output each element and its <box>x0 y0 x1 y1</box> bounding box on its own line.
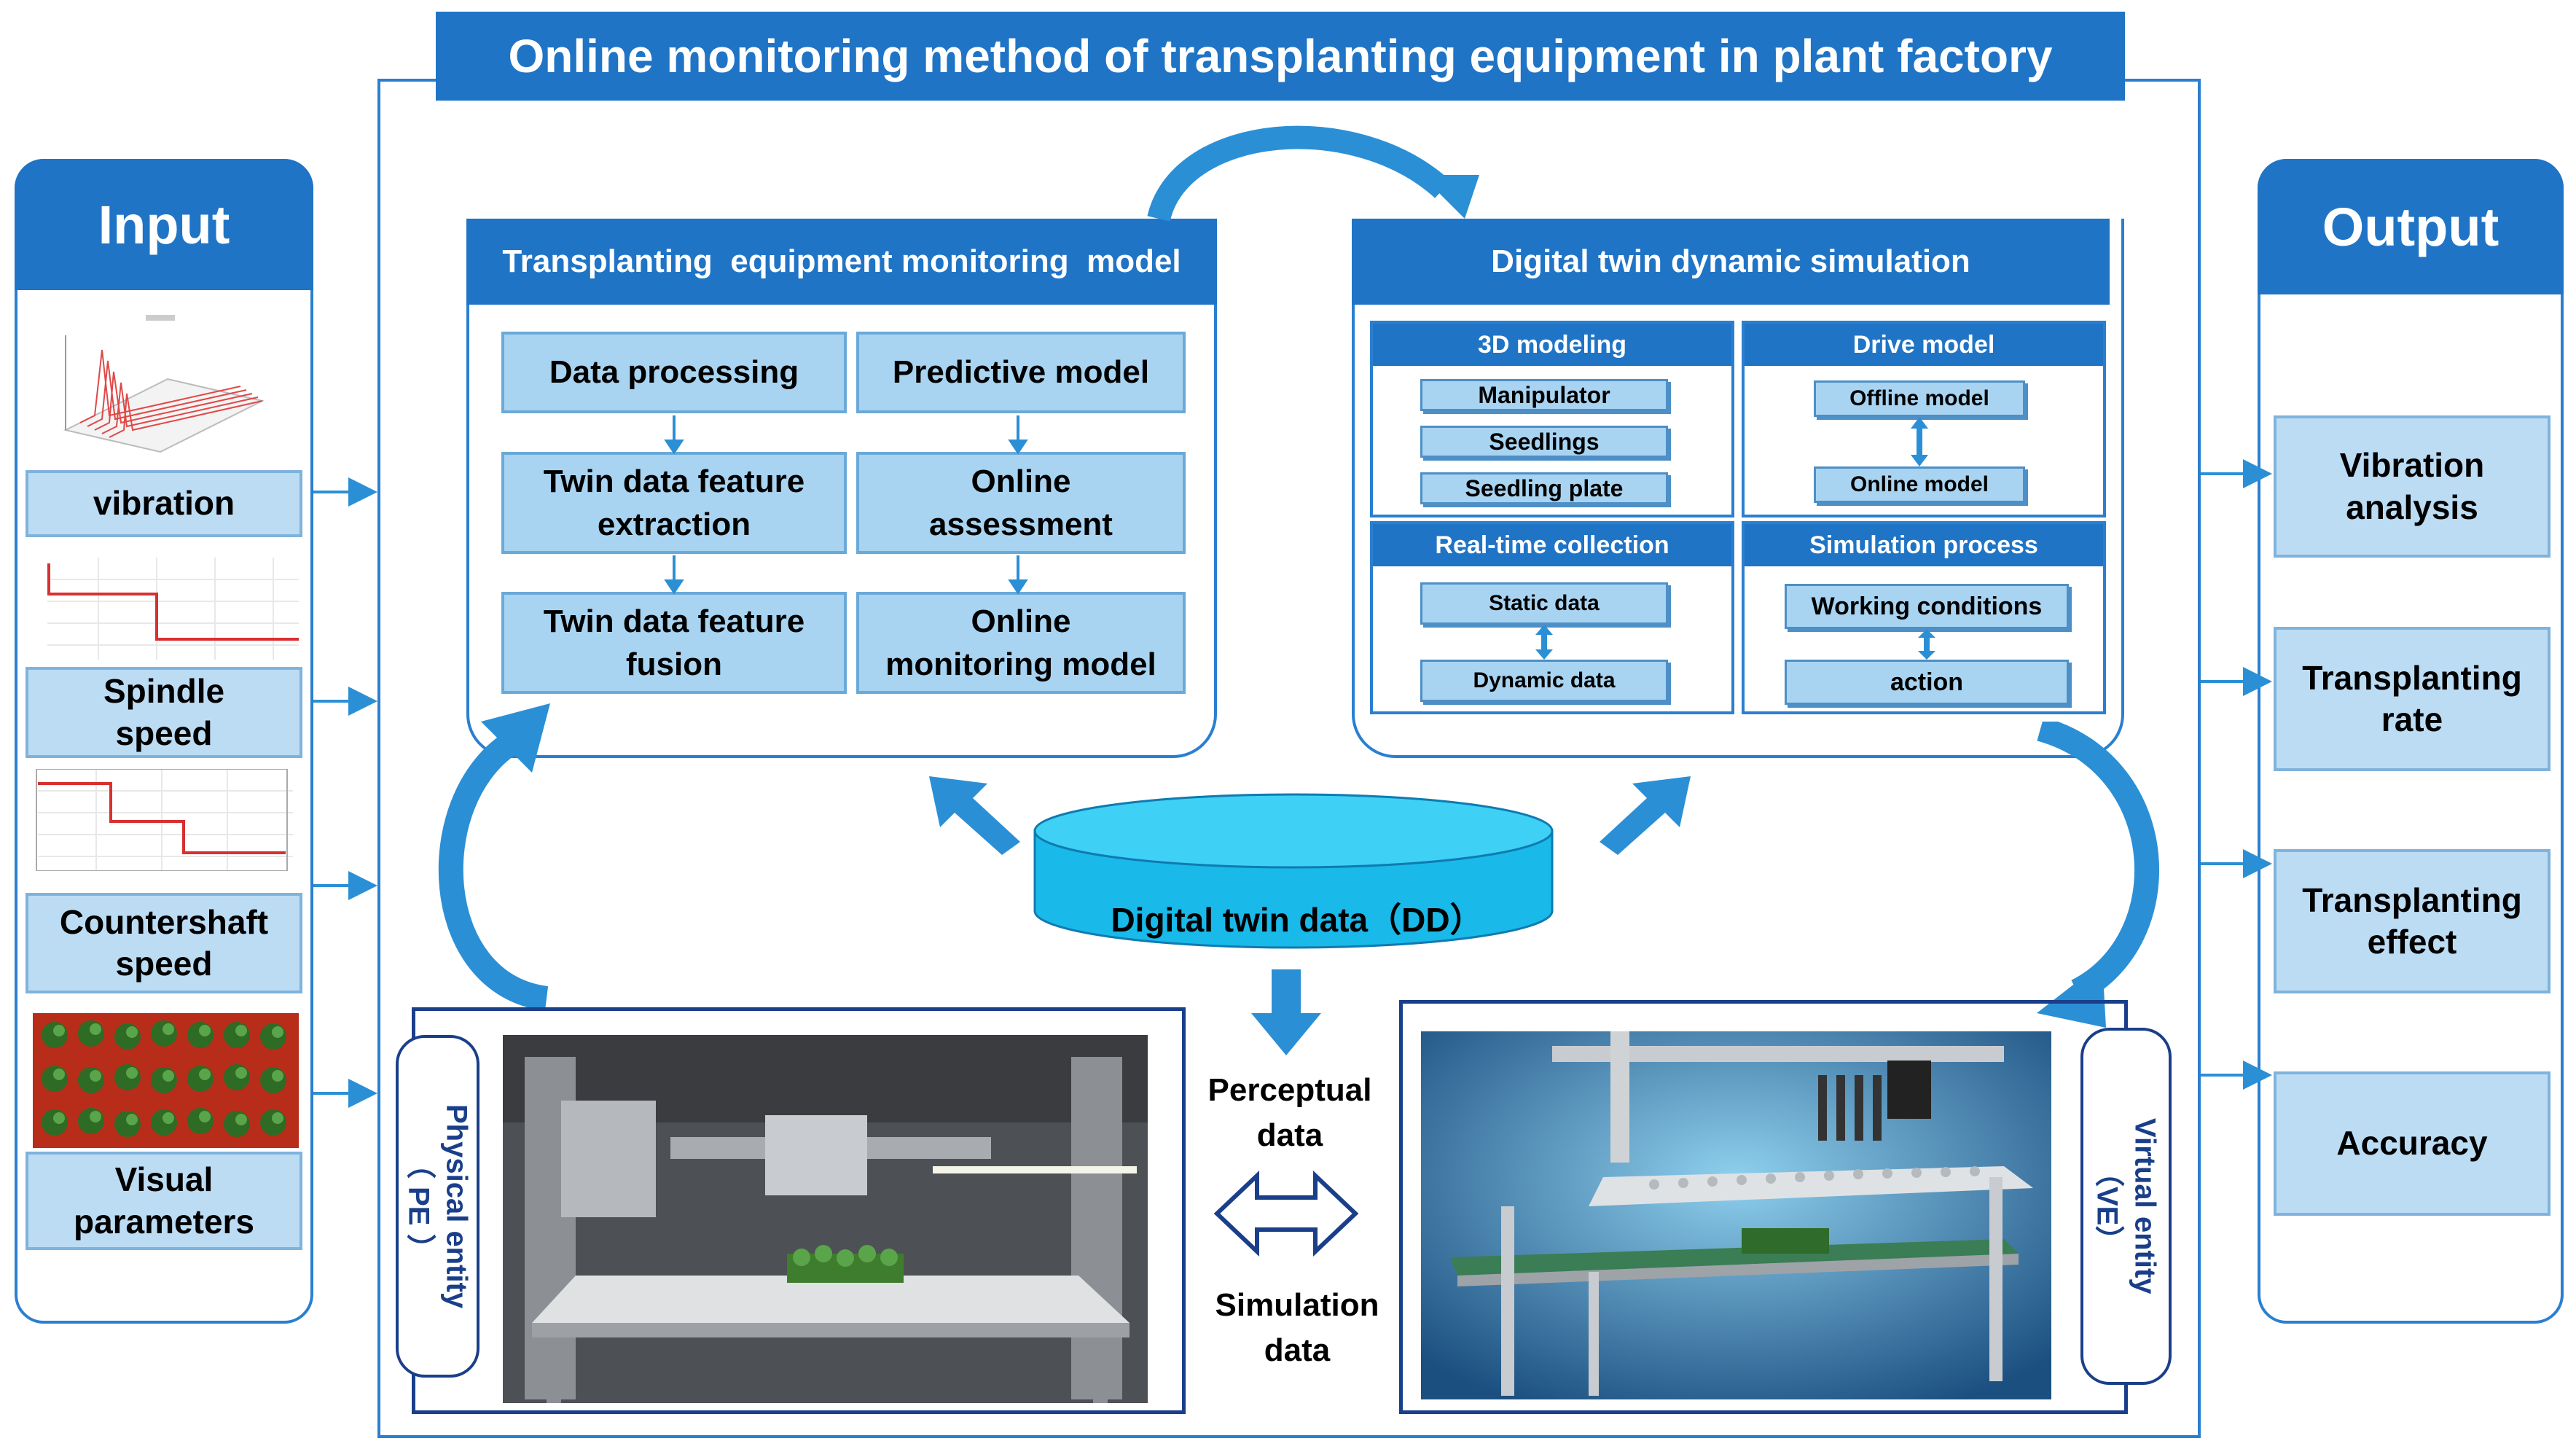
input-vibration: vibration <box>26 470 302 537</box>
subpanel-3d-modeling: 3D modeling Manipulator Seedlings Seedli… <box>1370 321 1734 518</box>
monitoring-model-header: Transplanting equipment monitoring model <box>466 219 1217 305</box>
subpanel-3d-modeling-header: 3D modeling <box>1373 324 1731 366</box>
subpanel-simulation-process: Simulation process Working conditions ac… <box>1742 521 2106 714</box>
pill-static-data: Static data <box>1420 582 1668 625</box>
output-accuracy: Accuracy <box>2274 1071 2550 1216</box>
pill-seedling-plate: Seedling plate <box>1420 472 1668 504</box>
down-arrow <box>1251 969 1321 1055</box>
input-countershaft-speed: Countershaft speed <box>26 893 302 993</box>
bidirectional-arrow <box>1213 1171 1359 1257</box>
subpanel-drive-model: Drive model Offline model Online model <box>1742 321 2106 518</box>
box-predictive-model: Predictive model <box>856 332 1186 413</box>
virtual-equipment-render <box>1421 1031 2051 1399</box>
arrow-to-monitoring <box>929 776 1020 855</box>
simulation-data-label: Simulation data <box>1215 1287 1379 1368</box>
box-online-assessment: Online assessment <box>856 452 1186 554</box>
left-curved-arrow <box>438 703 550 1011</box>
seedling-tray-image <box>33 1013 299 1148</box>
output-transplanting-effect: Transplanting effect <box>2274 849 2550 993</box>
perceptual-data-label: Perceptual data <box>1207 1072 1372 1153</box>
pill-seedlings: Seedlings <box>1420 426 1668 458</box>
drive-double-arrow <box>1911 417 1928 466</box>
box-online-monitoring-model: Online monitoring model <box>856 592 1186 694</box>
input-spindle-speed: Spindle speed <box>26 667 302 758</box>
pill-dynamic-data: Dynamic data <box>1420 660 1668 702</box>
top-curved-arrow <box>1147 125 1479 222</box>
box-twin-feature-fusion: Twin data feature fusion <box>501 592 847 694</box>
output-arrows <box>2201 459 2272 1090</box>
countershaft-speed-chart-image <box>31 769 293 871</box>
physical-entity-label: Physical entity （ PE ） <box>396 1035 479 1378</box>
spindle-speed-chart-image <box>40 558 299 660</box>
physical-entity-text: Physical entity （ PE ） <box>402 1104 473 1309</box>
subpanel-realtime-collection: Real-time collection Static data Dynamic… <box>1370 521 1734 714</box>
physical-equipment-photo <box>503 1035 1148 1403</box>
pill-working-conditions: Working conditions <box>1785 584 2069 629</box>
process-double-arrow <box>1918 629 1935 660</box>
subpanel-simulation-process-header: Simulation process <box>1745 524 2103 566</box>
right-curved-arrow <box>2037 722 2159 1028</box>
digital-twin-cylinder <box>1033 793 1554 949</box>
pill-action: action <box>1785 660 2069 705</box>
collection-double-arrow <box>1535 625 1553 660</box>
output-transplanting-rate: Transplanting rate <box>2274 627 2550 771</box>
virtual-entity-label: Virtual entity （VE） <box>2080 1028 2172 1385</box>
pill-offline-model: Offline model <box>1814 380 2025 417</box>
virtual-entity-text: Virtual entity （VE） <box>2091 1118 2161 1294</box>
input-header: Input <box>15 159 313 290</box>
page-title: Online monitoring method of transplantin… <box>436 12 2125 101</box>
arrow-to-simulation <box>1600 776 1691 855</box>
output-header: Output <box>2258 159 2564 294</box>
subpanel-drive-model-header: Drive model <box>1745 324 2103 366</box>
monitoring-flow-arrows <box>664 415 1028 595</box>
subpanel-realtime-collection-header: Real-time collection <box>1373 524 1731 566</box>
pill-online-model: Online model <box>1814 466 2025 503</box>
input-visual-parameters: Visual parameters <box>26 1152 302 1250</box>
pill-manipulator: Manipulator <box>1420 379 1668 411</box>
simulation-header: Digital twin dynamic simulation <box>1352 219 2110 305</box>
digital-twin-data-label: Digital twin data（DD） <box>1111 901 1484 939</box>
output-vibration-analysis: Vibration analysis <box>2274 415 2550 558</box>
input-arrows <box>313 477 377 1108</box>
vibration-chart-image <box>51 306 270 463</box>
box-data-processing: Data processing <box>501 332 847 413</box>
